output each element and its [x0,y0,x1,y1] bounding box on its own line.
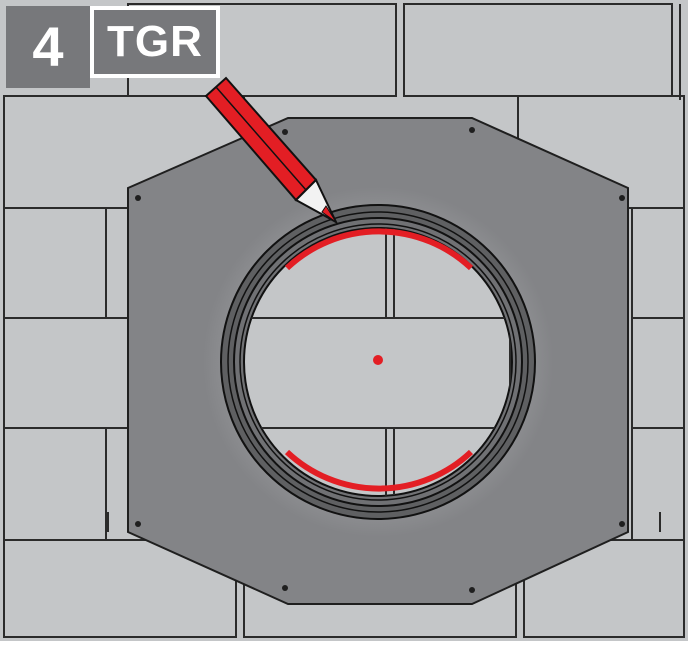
screw-hole [619,195,625,201]
screw-hole [619,521,625,527]
center-mark-dot [373,355,383,365]
pencil-markings [284,228,474,492]
bottom-arc-mark [284,449,474,492]
screw-hole [469,587,475,593]
screw-hole [282,129,288,135]
step-number: 4 [6,6,90,88]
top-arc-mark [284,228,474,271]
screw-hole [135,195,141,201]
screw-hole [282,585,288,591]
screw-hole [469,127,475,133]
product-code: TGR [90,6,220,78]
pencil-icon [204,76,339,225]
tile [3,539,237,638]
screw-hole [135,521,141,527]
